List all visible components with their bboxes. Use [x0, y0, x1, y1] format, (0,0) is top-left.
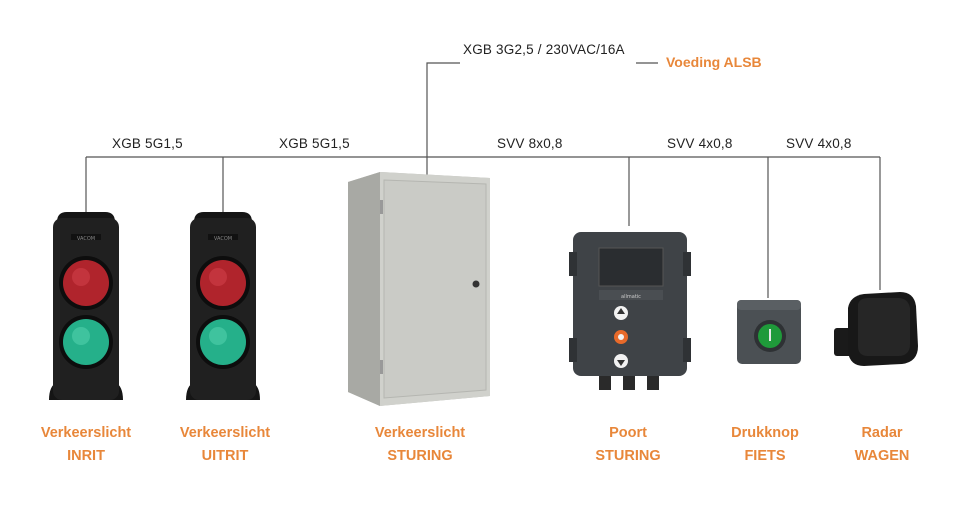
wire-supply — [426, 62, 460, 178]
svg-text:allmatic: allmatic — [621, 294, 641, 300]
supply-cable-label: XGB 3G2,5 / 230VAC/16A — [463, 42, 625, 57]
radar-cable-label: SVV 4x0,8 — [786, 136, 852, 151]
poort-cable-label: SVV 8x0,8 — [497, 136, 563, 151]
radar-sensor-icon — [834, 292, 918, 366]
drukknop-cable-label: SVV 4x0,8 — [667, 136, 733, 151]
push-button-icon — [737, 300, 801, 364]
traffic-light-icon: VACOM — [186, 212, 260, 400]
svg-text:VACOM: VACOM — [77, 236, 95, 242]
control-cabinet-icon — [348, 172, 490, 406]
svg-text:VACOM: VACOM — [214, 236, 232, 242]
traffic-light-icon: VACOM — [49, 212, 123, 400]
uitrit-cable-label: XGB 5G1,5 — [279, 136, 350, 151]
inrit-cable-label: XGB 5G1,5 — [112, 136, 183, 151]
gate-controller-icon: allmatic — [569, 232, 691, 390]
supply-label: Voeding ALSB — [666, 54, 762, 70]
